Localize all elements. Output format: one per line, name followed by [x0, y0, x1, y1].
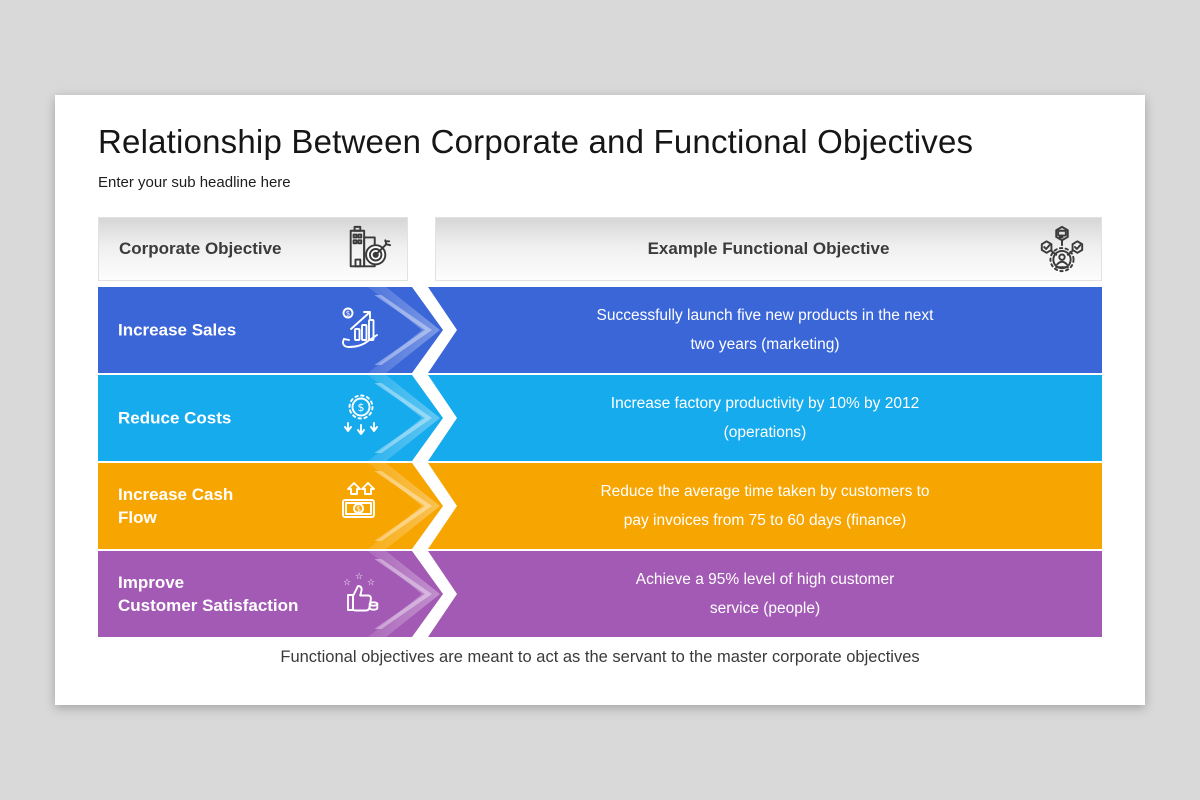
functional-objective-label: Example Functional Objective: [647, 239, 890, 258]
svg-text:☆: ☆: [367, 578, 375, 588]
corporate-objective-bar: Increase Sales $: [98, 287, 443, 373]
objective-row-increase-sales: Increase Sales $: [98, 287, 1102, 373]
description-line: (operations): [723, 424, 807, 441]
row-title: Improve Customer Satisfaction: [118, 573, 299, 615]
objective-row-reduce-costs: Reduce Costs $: [98, 375, 1102, 461]
functional-objective-bar: Successfully launch five new products in…: [428, 287, 1102, 373]
description-line: Reduce the average time taken by custome…: [600, 483, 930, 500]
corporate-objective-label: Corporate Objective: [119, 239, 282, 258]
footer-note: Functional objectives are meant to act a…: [280, 648, 920, 666]
corporate-objective-bar: Reduce Costs $: [98, 375, 443, 461]
corporate-objective-bar: Increase Cash Flow $: [98, 463, 443, 549]
functional-objective-bar: Achieve a 95% level of high customer ser…: [428, 551, 1102, 637]
customer-satisfaction-icon: ☆ ☆ ☆: [335, 568, 387, 620]
svg-text:$: $: [356, 505, 361, 514]
row-title: Increase Cash Flow: [118, 485, 234, 527]
slide-subtitle: Enter your sub headline here: [98, 174, 291, 191]
svg-text:☆: ☆: [355, 572, 363, 582]
svg-text:☆: ☆: [343, 578, 351, 588]
svg-text:$: $: [358, 401, 365, 414]
description-line: pay invoices from 75 to 60 days (finance…: [623, 512, 907, 529]
row-title: Reduce Costs: [118, 408, 232, 428]
objective-row-improve-customer-satisfaction: Improve Customer Satisfaction ☆ ☆ ☆: [98, 551, 1102, 637]
corporate-objective-header: Corporate Objective: [98, 217, 408, 281]
description-line: Achieve a 95% level of high customer: [635, 571, 895, 588]
svg-text:$: $: [346, 310, 350, 318]
sales-growth-icon: $: [335, 304, 387, 356]
slide-title: Relationship Between Corporate and Funct…: [98, 123, 974, 160]
team-management-icon: [1037, 224, 1087, 274]
description-line: service (people): [709, 600, 821, 617]
functional-objective-header: Example Functional Objective: [435, 217, 1102, 281]
functional-objective-bar: Increase factory productivity by 10% by …: [428, 375, 1102, 461]
row-title: Increase Sales: [118, 320, 237, 340]
cash-flow-icon: $: [335, 480, 387, 532]
objective-row-increase-cash-flow: Increase Cash Flow $: [98, 463, 1102, 549]
description-line: Successfully launch five new products in…: [596, 307, 934, 324]
description-line: two years (marketing): [690, 336, 840, 353]
functional-objective-bar: Reduce the average time taken by custome…: [428, 463, 1102, 549]
corporate-objective-bar: Improve Customer Satisfaction ☆ ☆ ☆: [98, 551, 443, 637]
description-line: Increase factory productivity by 10% by …: [610, 395, 920, 412]
slide-card: Relationship Between Corporate and Funct…: [55, 95, 1145, 705]
cost-reduction-icon: $: [335, 392, 387, 444]
building-target-icon: [343, 224, 393, 274]
table-header-row: Corporate Objective: [98, 217, 1102, 281]
objective-rows: Increase Sales $: [98, 287, 1102, 637]
